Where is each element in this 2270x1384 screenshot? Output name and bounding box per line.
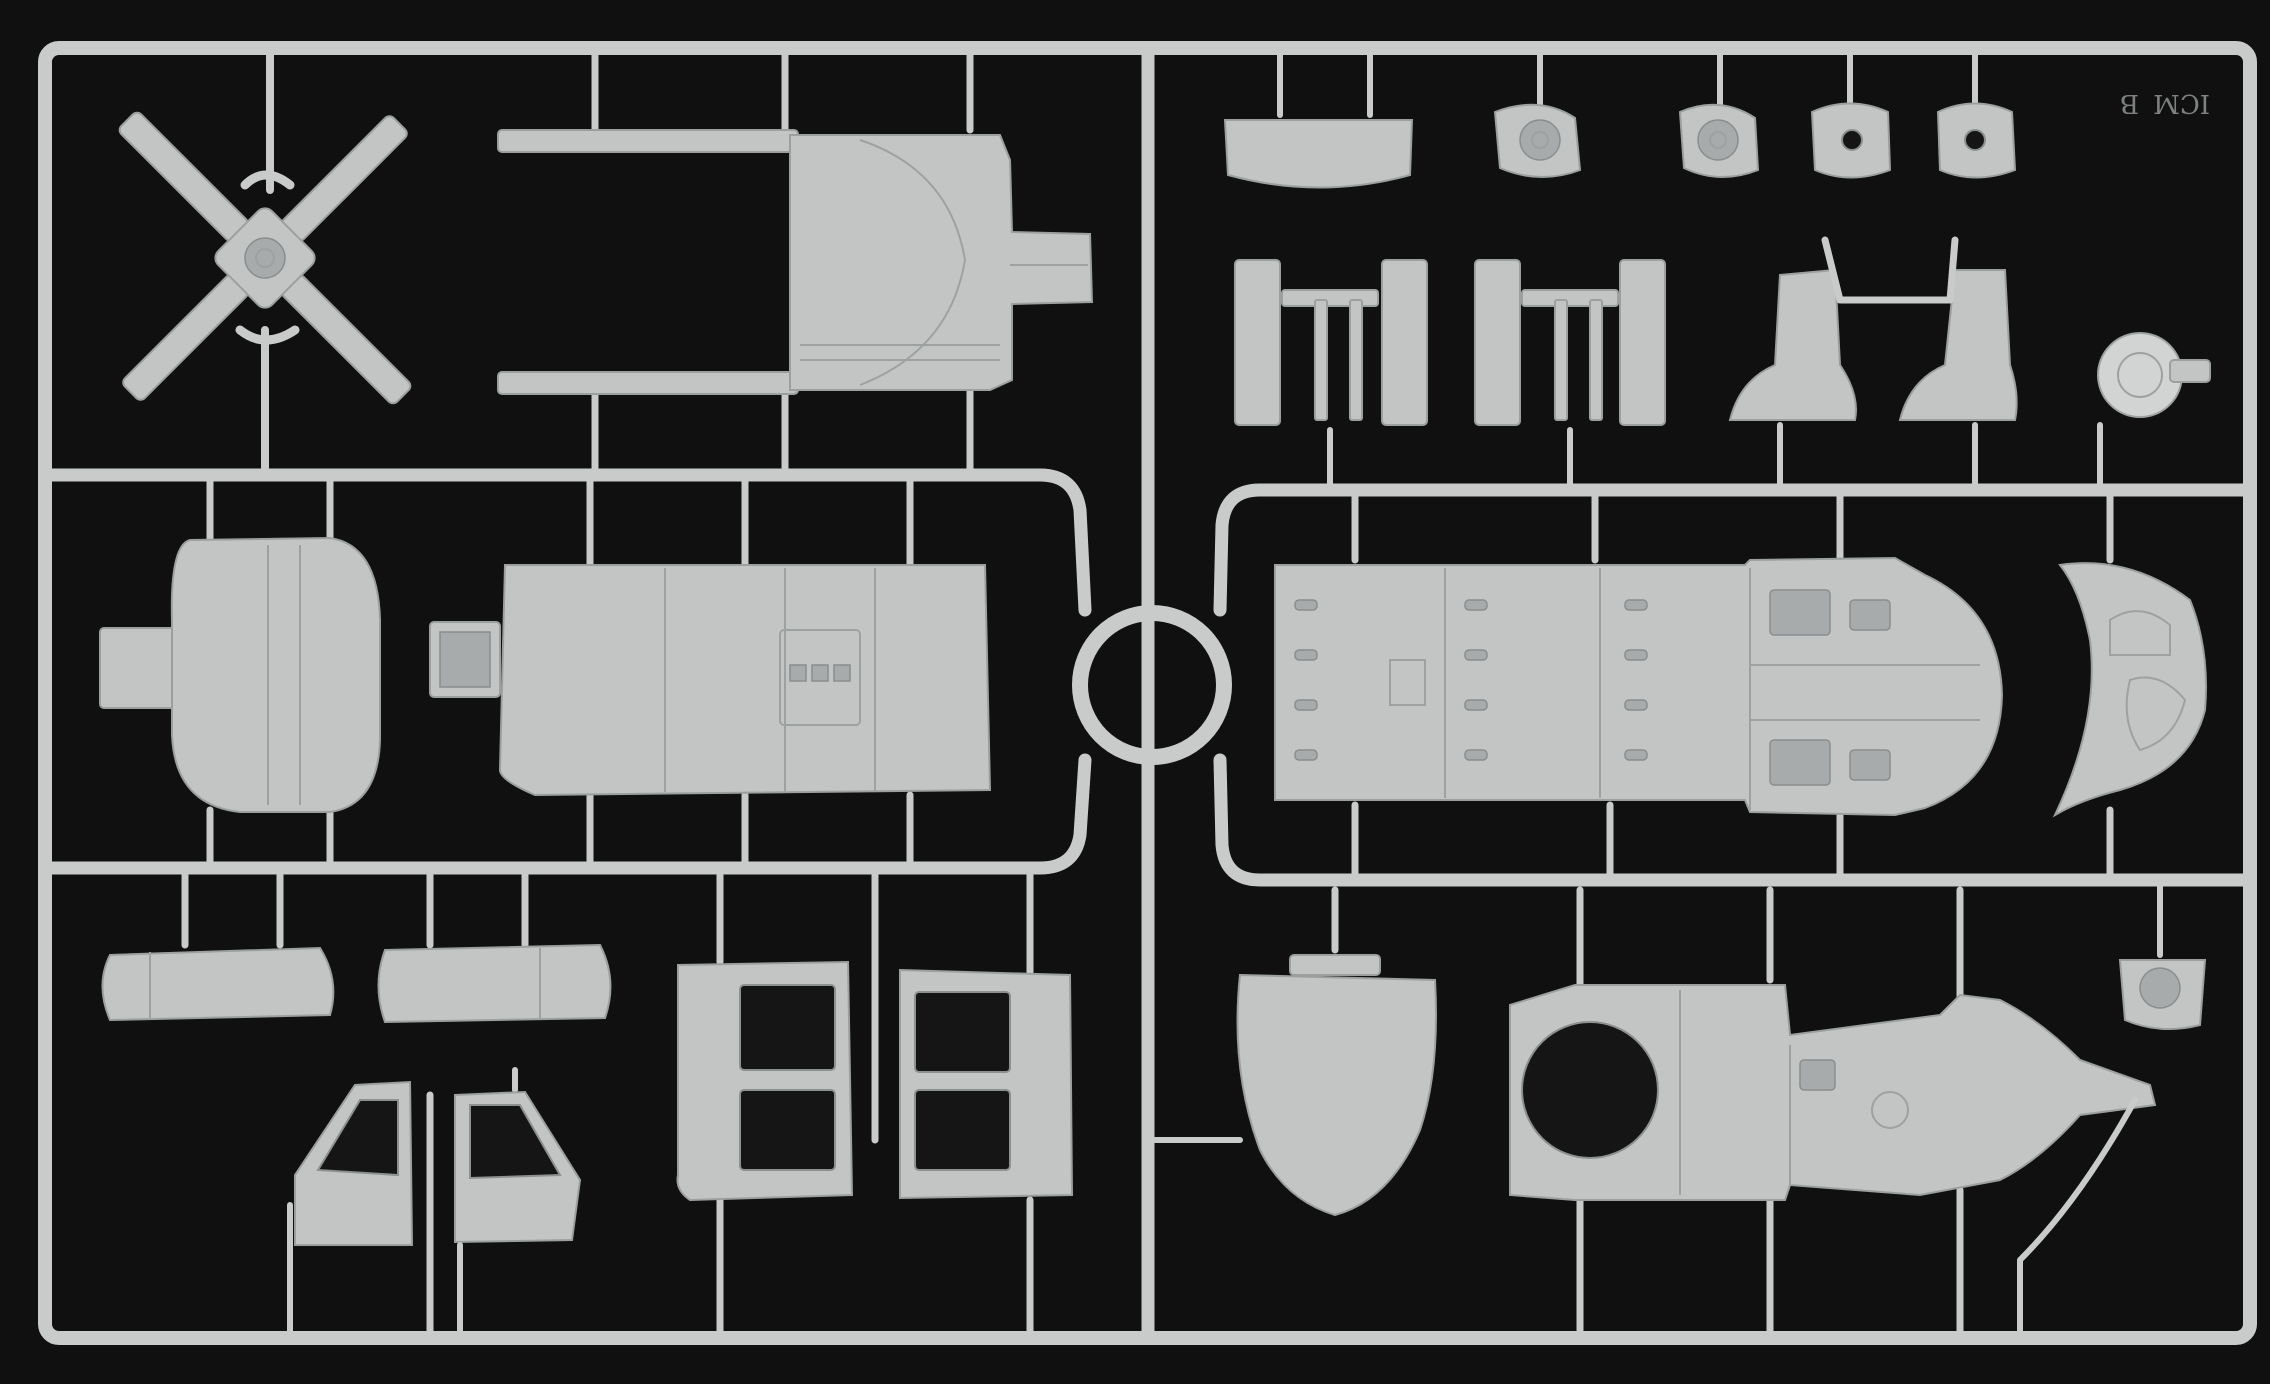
engine-deck-part [1509,886,2157,1338]
nose-bulkhead-part [2052,491,2207,879]
sprue-marking-text: ICM B [2120,88,2210,118]
sprue-brand: ICM [2153,88,2210,118]
left-upper-horizontal-runner [38,468,1092,617]
sprue-gates [263,41,1967,1345]
main-floor-part [1274,491,2004,879]
sprue-runners [38,41,2257,1345]
right-upper-horizontal-runner [1213,483,2257,617]
center-ring-runner [1072,605,1232,765]
small-cup-part [2118,882,2207,1030]
engine-cowl-parts [101,871,612,1024]
cockpit-door-parts [287,1067,582,1338]
bulkhead-part [99,476,381,866]
cabin-door-parts [676,871,1074,1338]
right-lower-horizontal-runner [1213,753,2257,887]
cabin-roof-part [497,51,1094,474]
floor-holes [1294,599,1648,761]
seat-frames-part [1234,236,2211,487]
left-lower-horizontal-runner [38,753,1092,875]
nose-cone-part [1152,886,1437,1217]
cabin-floor-part [429,476,992,866]
sprue-letter: B [2120,88,2139,118]
main-rotor-part [118,51,412,474]
small-top-parts: ICM B [1223,52,2210,189]
